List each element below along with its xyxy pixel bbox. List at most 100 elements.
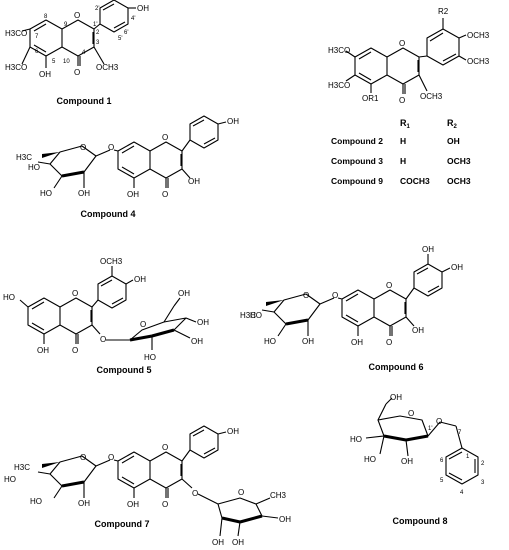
methyl-label: H3C [16,153,32,162]
table-header-r1: R1 [400,118,411,130]
caption-compound-1: Compound 1 [57,96,112,106]
structure-compound-7: H3C O HO HO OH O O OH OH O O O C [4,425,291,547]
caption-compound-6: Compound 6 [369,362,424,372]
ring-oxygen-label: O [303,291,309,300]
atom-number: 1' [93,22,97,28]
caption-compound-7: Compound 7 [95,519,150,529]
hydroxy-label: OH [178,289,190,298]
methoxy-3-label: OCH3 [96,63,119,72]
structure-compound-2-3-9: O H3CO H3CO OR1 O OCH3 R2 OCH3 OCH3 [328,7,490,105]
atom-number: 2 [96,30,100,36]
atom-number: 7 [458,430,462,436]
hydroxy-label: HO [144,353,156,362]
methoxy-label: H3CO [328,46,350,55]
atom-number: 3 [96,40,100,46]
hydroxy-label: OH [390,393,402,402]
hydroxy-label: OH [191,337,203,346]
hydroxy-label: OH [197,318,209,327]
hydroxy-5-label: OH [127,190,139,199]
ring-oxygen-label: O [74,11,80,20]
table-row-compound: Compound 2 [331,136,383,146]
atom-number: 2' [95,6,99,12]
table-row-r2: OCH3 [447,176,471,186]
hydroxy-4prime-label: OH [227,427,239,436]
methoxy-3prime-label: OCH3 [100,257,123,266]
table-row-r1: H [400,156,406,166]
structure-compound-4: H3C O HO HO OH O O OH OH O OH [16,115,239,199]
hydroxy-label: HO [364,455,376,464]
hydroxy-label: OH [302,337,314,346]
hydroxy-label: OH [78,189,90,198]
hydroxy-label: HO [264,337,276,346]
hydroxy-5-label: OH [351,338,363,347]
table-header-r2: R2 [447,118,458,130]
structure-compound-6: H3C O HO HO OH O O OH OH OH O OH [240,245,463,347]
ring-oxygen-label: O [386,281,392,290]
hydroxy-label: HO [4,475,16,484]
hydroxy-label: HO [350,435,362,444]
ring-oxygen-label: O [238,488,244,497]
carbonyl-oxygen-label: O [399,96,405,105]
atom-number: 5' [118,36,122,42]
table-row-compound: Compound 3 [331,156,383,166]
hydroxy-label: OH [401,457,413,466]
glycosidic-oxygen-label: O [108,143,114,152]
ring-oxygen-label: O [162,133,168,142]
atom-number: 5 [440,478,444,484]
r2-label: R2 [438,7,449,16]
atom-number: 9 [64,22,68,28]
hydroxy-label: HO [40,189,52,198]
hydroxy-4prime-label: OH [137,4,149,13]
hydroxy-label: HO [30,497,42,506]
carbonyl-oxygen-label: O [74,68,80,77]
methoxy-4prime-label: OCH3 [467,31,490,40]
atom-number: 8 [44,14,48,20]
ring-oxygen-label: O [80,453,86,462]
structure-compound-8: O OH HO HO OH O 1' 7 1 2 3 4 5 6 [350,393,485,496]
hydroxy-5-label: OH [127,500,139,509]
table-row-r1: H [400,136,406,146]
structure-compound-1: O H3CO H3CO OH O OCH3 OH 2' 3' 4' 5' 6' … [5,0,149,79]
ring-oxygen-label: O [140,320,146,329]
hydroxy-4prime-label: OH [451,263,463,272]
atom-number: 7 [35,34,39,40]
structure-compound-5: O HO OH O OCH3 OH O O HO OH OH OH [3,257,209,362]
atom-number: 3' [103,0,107,2]
atom-number: 6 [35,49,39,55]
hydroxy-label: OH [232,538,244,547]
glycosidic-oxygen-label: O [436,417,442,426]
carbonyl-oxygen-label: O [72,346,78,355]
hydroxy-label: OH [78,499,90,508]
hydroxy-label: OH [212,538,224,547]
glycosidic-oxygen-label: O [332,291,338,300]
glycosidic-oxygen-label: O [108,453,114,462]
ring-oxygen-label: O [408,409,414,418]
carbonyl-oxygen-label: O [162,500,168,509]
atom-number: 3 [481,480,485,486]
methoxy-label: H3CO [328,81,350,90]
carbonyl-oxygen-label: O [386,338,392,347]
or1-label: OR1 [362,94,379,103]
carbonyl-oxygen-label: O [162,190,168,199]
atom-number: 6 [440,458,444,464]
caption-compound-8: Compound 8 [393,516,448,526]
hydroxy-3-label: OH [412,326,424,335]
methoxy-7-label: H3CO [5,29,27,38]
methyl-label: H3C [240,311,256,320]
table-row-r2: OH [447,136,460,146]
caption-compound-5: Compound 5 [97,365,152,375]
glycosidic-oxygen-label: O [192,489,198,498]
methyl-label: H3C [14,463,30,472]
methoxy-3-label: OCH3 [420,92,443,101]
atom-number: 4 [82,50,86,56]
ring-oxygen-label: O [162,443,168,452]
atom-number: 4' [131,16,135,22]
hydroxy-label: HO [28,163,40,172]
atom-number: 2 [481,461,485,467]
hydroxy-5-label: OH [39,70,51,79]
atom-number: 1' [428,426,432,432]
table-row-compound: Compound 9 [331,176,383,186]
methyl-label: CH3 [270,491,287,500]
